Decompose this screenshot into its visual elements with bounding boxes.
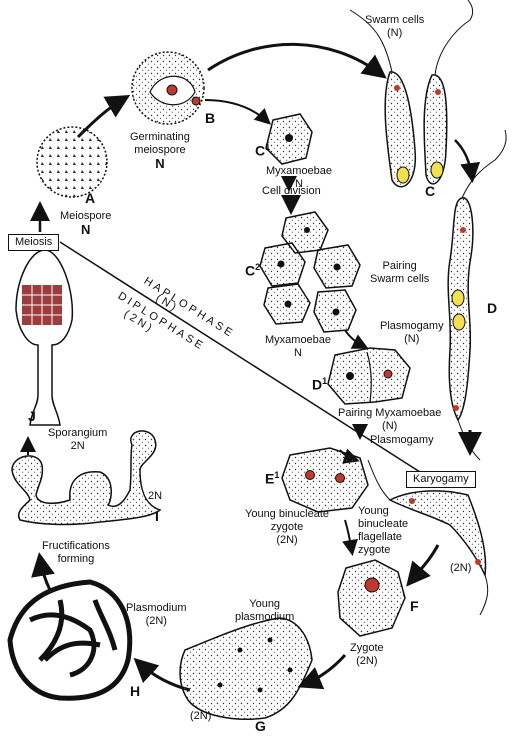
arrow-c2-to-d1 (344, 329, 369, 349)
stage-letter-d1: D1 (312, 376, 328, 393)
stage-letter-a: A (85, 190, 96, 206)
arrow-e1-to-f (342, 519, 358, 556)
label-plasmodium: Plasmodium(2N) (126, 602, 187, 627)
stage-letter-j: J (28, 408, 36, 424)
stage-letter-c1: C1 (255, 142, 271, 159)
stage-letter-e1: E1 (265, 470, 280, 487)
label-flagellate-2n: (2N) (450, 562, 472, 574)
stage-letter-i: I (155, 508, 159, 524)
label-cell-division: Cell division (262, 185, 321, 197)
label-plasmogamy-2: Plasmogamy (370, 434, 434, 446)
zygote-cell (337, 559, 406, 637)
pairing-myxamoebae (327, 347, 411, 405)
label-plasmogamy-1: Plasmogamy(N) (380, 320, 444, 345)
label-swarm-cells: Swarm cells(N) (365, 14, 425, 39)
fructifications (11, 430, 162, 526)
arrow-c-to-d (454, 139, 481, 183)
meiosis-box: Meiosis (8, 234, 60, 251)
phase-divider-line (59, 241, 421, 473)
young-plasmodium (179, 617, 313, 720)
arrow-h-to-i (31, 552, 55, 591)
meiospore-cell (36, 126, 108, 198)
stage-letter-c: C (425, 183, 436, 199)
flagellate-zygote (388, 490, 487, 578)
swarm-cell-2 (423, 74, 448, 185)
stage-letter-f: F (410, 598, 419, 614)
label-zygote: Zygote(2N) (350, 642, 384, 667)
arrow-f-to-g (297, 654, 347, 690)
arrow-b-to-c (207, 42, 387, 79)
stage-letter-g: G (255, 718, 266, 734)
stage-letter-b: B (205, 110, 216, 126)
plasmodium-network (7, 579, 133, 701)
sporangium (15, 249, 74, 426)
stage-letter-d: D (487, 300, 498, 316)
label-pairing-myxamoebae: Pairing Myxamoebae(N) (338, 407, 442, 432)
stage-letter-h: H (130, 683, 141, 699)
karyogamy-box: Karyogamy (406, 471, 476, 488)
young-binucleate-zygote (281, 447, 369, 513)
stage-letter-c2: C2 (245, 262, 261, 279)
label-fructification-2n: 2N (148, 490, 163, 502)
arrow-b-to-c1 (204, 99, 271, 125)
label-young-plasmodium-2n: (2N) (190, 710, 212, 722)
arrow-flag-to-f (406, 544, 440, 587)
swarm-cell-1 (384, 71, 417, 188)
